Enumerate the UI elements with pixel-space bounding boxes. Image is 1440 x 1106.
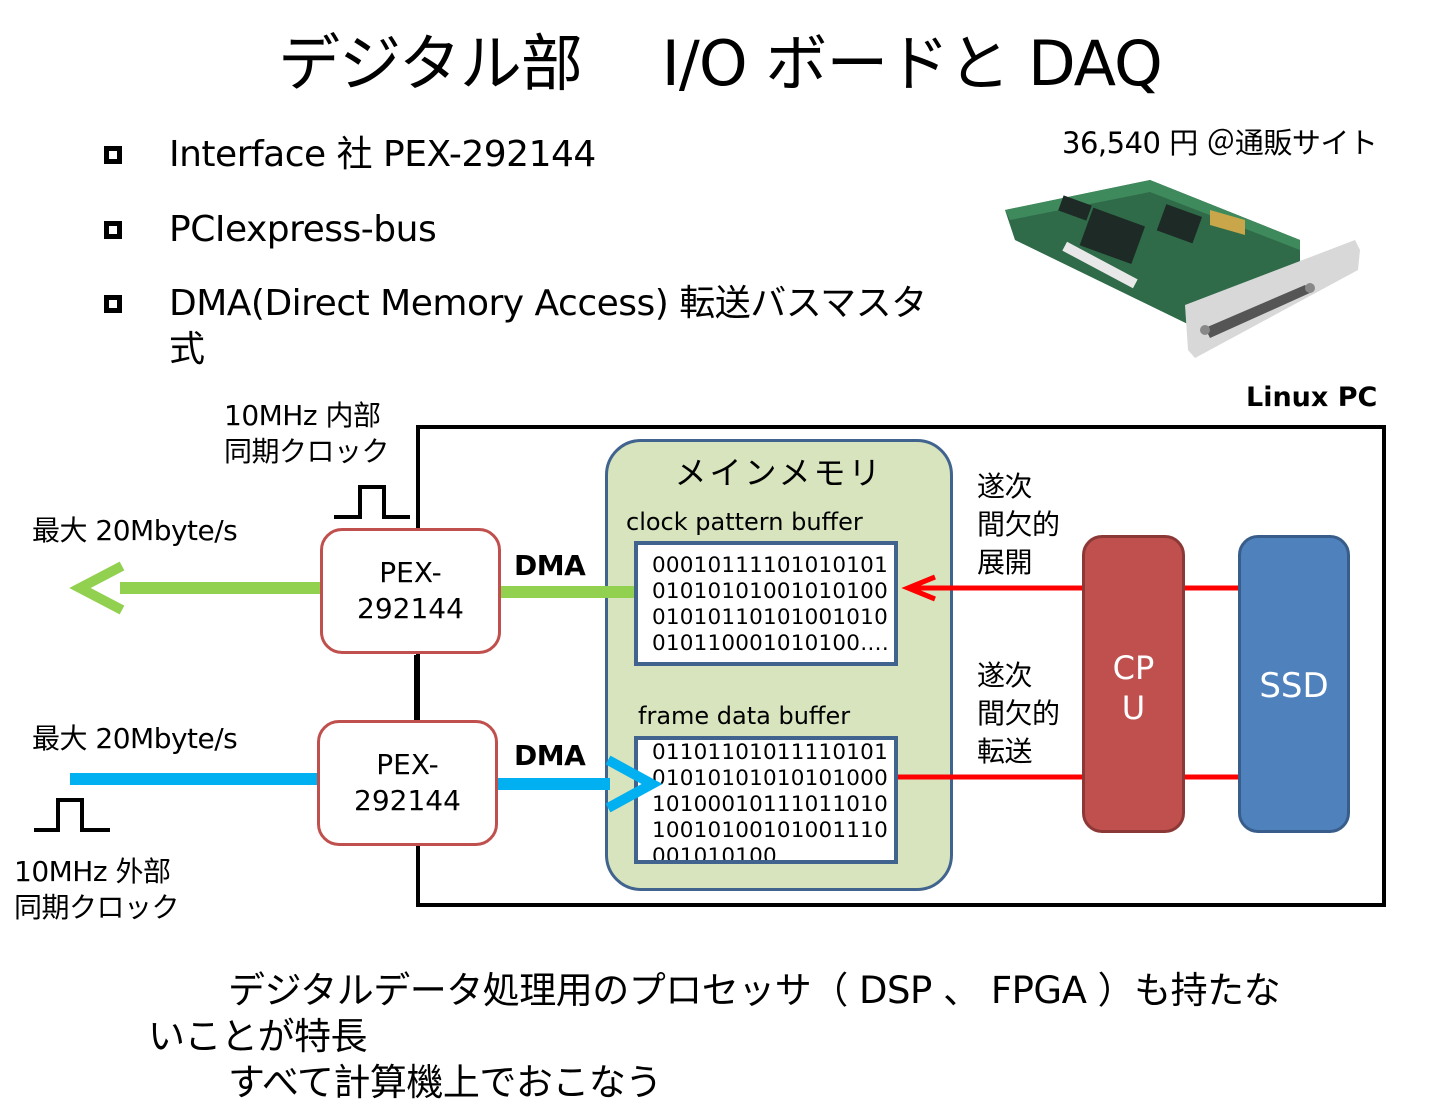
slide-title: デジタル部 I/O ボードと DAQ bbox=[278, 27, 1163, 100]
linux-pc-frame bbox=[416, 425, 1386, 907]
transfer-process-label: 遂次 間欠的 転送 bbox=[977, 657, 1060, 771]
footer-line3: すべて計算機上でおこなう bbox=[228, 1061, 662, 1104]
cpu-label-line2: U bbox=[1121, 689, 1146, 727]
cpu-label-line1: CP bbox=[1112, 649, 1155, 687]
rate-top-label: 最大 20Mbyte/s bbox=[32, 514, 238, 547]
io-board-image bbox=[1000, 180, 1360, 360]
dma-top-label: DMA bbox=[514, 549, 586, 582]
buffer-line: 10100010111011010 bbox=[652, 792, 888, 817]
ssd-block: SSD bbox=[1238, 535, 1350, 833]
bullet-item: PCIexpress-bus bbox=[104, 207, 969, 253]
internal-clock-label: 10MHz 内部 同期クロック bbox=[224, 398, 390, 470]
expand-process-label: 遂次 間欠的 展開 bbox=[977, 468, 1060, 582]
square-bullet-icon bbox=[104, 221, 122, 239]
pex-bottom-label-line1: PEX- bbox=[376, 748, 439, 781]
bullet-text: Interface 社 PEX-292144 bbox=[169, 134, 596, 175]
clock-pattern-buffer: 00010111101010101 01010101001010100 0101… bbox=[634, 541, 898, 666]
external-clock-pulse-icon bbox=[34, 798, 110, 832]
process-label-line: 間欠的 bbox=[977, 508, 1060, 541]
main-memory-label: メインメモリ bbox=[674, 454, 884, 492]
bullet-text: DMA(Direct Memory Access) 転送バスマスタ式 bbox=[169, 283, 927, 370]
buffer-line: 010110001010100…. bbox=[652, 631, 889, 656]
buffer-line: 001010100…. bbox=[652, 844, 806, 864]
pex-top-label-line1: PEX- bbox=[379, 556, 442, 589]
footer-line2: いことが特長 bbox=[148, 1015, 368, 1058]
dma-bottom-label: DMA bbox=[514, 739, 586, 772]
external-clock-label-line2: 同期クロック bbox=[14, 891, 180, 924]
pex-top-label-line2: 292144 bbox=[357, 592, 464, 625]
process-label-line: 展開 bbox=[977, 546, 1033, 579]
rate-bottom-label: 最大 20Mbyte/s bbox=[32, 722, 238, 755]
process-label-line: 遂次 bbox=[977, 659, 1033, 692]
process-label-line: 転送 bbox=[977, 735, 1033, 768]
price-note: 36,540 円 ＠通販サイト bbox=[1062, 126, 1378, 160]
bullet-text: PCIexpress-bus bbox=[169, 209, 437, 250]
frame-data-buffer: 01101101011110101 01010101010101000 1010… bbox=[634, 736, 898, 864]
process-label-line: 遂次 bbox=[977, 470, 1033, 503]
square-bullet-icon bbox=[104, 295, 122, 313]
buffer-line: 01010110101001010 bbox=[652, 605, 888, 630]
footer-text: デジタルデータ処理用のプロセッサ（ DSP 、 FPGA ）も持たな いことが特… bbox=[148, 968, 1378, 1106]
pex-board-bottom: PEX- 292144 bbox=[317, 720, 498, 846]
buffer-line: 01010101010101000 bbox=[652, 766, 888, 791]
buffer-line: 10010100101001110 bbox=[652, 818, 888, 843]
external-clock-label: 10MHz 外部 同期クロック bbox=[14, 854, 180, 926]
buffer-line: 01101101011110101 bbox=[652, 740, 888, 765]
square-bullet-icon bbox=[104, 146, 122, 164]
internal-clock-pulse-icon bbox=[334, 485, 410, 519]
buffer-line: 00010111101010101 bbox=[652, 553, 888, 578]
frame-buffer-label: frame data buffer bbox=[638, 702, 851, 730]
internal-clock-label-line1: 10MHz 内部 bbox=[224, 399, 381, 432]
ssd-label: SSD bbox=[1259, 666, 1329, 706]
internal-clock-label-line2: 同期クロック bbox=[224, 435, 390, 468]
buffer-line: 01010101001010100 bbox=[652, 579, 888, 604]
cpu-block: CP U bbox=[1082, 535, 1185, 833]
bullet-item: Interface 社 PEX-292144 bbox=[104, 132, 969, 178]
pex-bottom-label-line2: 292144 bbox=[354, 784, 461, 817]
linux-pc-label: Linux PC bbox=[1246, 382, 1378, 413]
bullet-item: DMA(Direct Memory Access) 転送バスマスタ式 bbox=[104, 281, 959, 373]
external-clock-label-line1: 10MHz 外部 bbox=[14, 855, 171, 888]
clock-buffer-label: clock pattern buffer bbox=[626, 508, 863, 536]
footer-line1: デジタルデータ処理用のプロセッサ（ DSP 、 FPGA ）も持たな bbox=[228, 969, 1281, 1012]
process-label-line: 間欠的 bbox=[977, 697, 1060, 730]
output-arrow-head-icon bbox=[69, 561, 125, 615]
pex-board-top: PEX- 292144 bbox=[320, 528, 501, 654]
pcie-board-icon bbox=[1005, 180, 1360, 358]
